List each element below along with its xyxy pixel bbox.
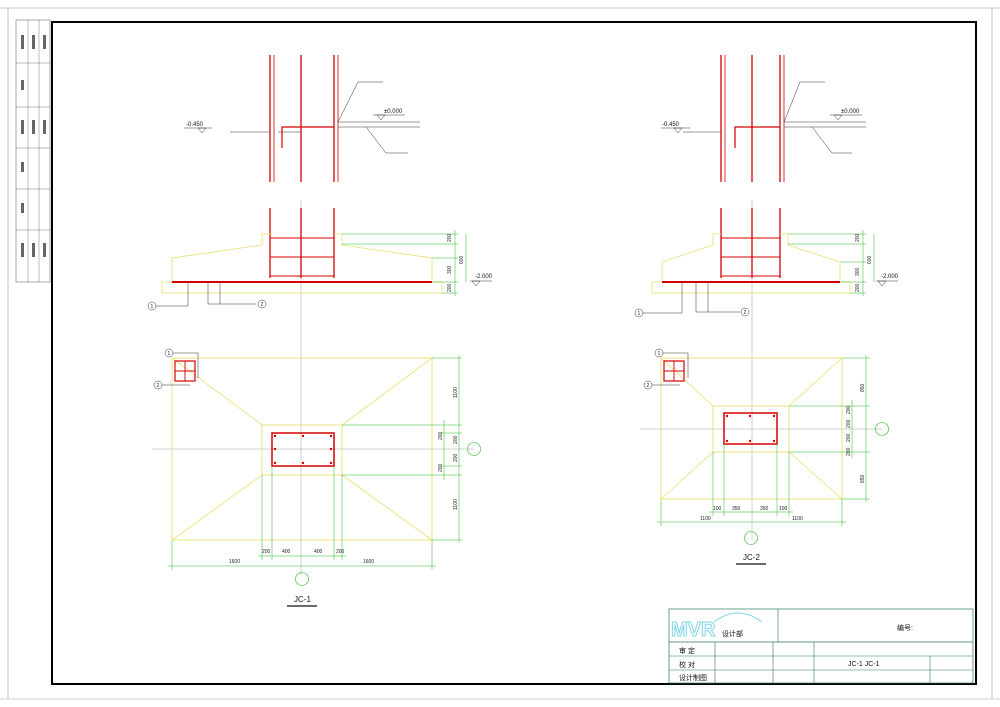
jc2-plan-marker-1: 1 <box>658 351 661 357</box>
drawing-frame <box>51 21 977 685</box>
jc2-section: 200 300 200 600 -2.000 1 2 <box>634 200 899 540</box>
jc2-plan-vdim-4: 200 <box>846 447 852 456</box>
tb-row-approve: 审 定 <box>679 646 695 655</box>
jc2-plan-hdim-1: 350 <box>732 506 741 512</box>
jc2-plan: 1 2 850 200 200 200 200 850 100 350 350 <box>640 348 889 565</box>
jc1-base-elev: -2.000 <box>475 274 493 280</box>
jc2-base-elev: -2.000 <box>881 274 899 280</box>
jc1-plan-vdim-2: 200 <box>453 453 459 462</box>
dept-name: 设计部 <box>722 629 743 638</box>
jc1-plan: 1 2 1100 200 200 1100 200 200 200 <box>152 348 481 607</box>
jc1-sec-dim-0: 200 <box>447 233 453 242</box>
jc2-plan-vdim-3: 200 <box>846 433 852 442</box>
jc1-plan-hdim-3: 200 <box>336 549 345 555</box>
jc2-sec-dim-1: 300 <box>855 267 861 276</box>
jc2-sec-marker-2: 2 <box>744 310 747 316</box>
jc2-sec-dim-2: 200 <box>855 283 861 292</box>
tb-row-drawn: 设计制图 <box>679 673 707 682</box>
jc2-column-detail: -0.450 ±0.000 <box>661 55 866 182</box>
jc2-sec-marker-1: 1 <box>638 311 641 317</box>
tb-row-check: 校 对 <box>679 660 695 669</box>
company-logo: MVR <box>671 619 716 641</box>
jc1-plan-vdim-short-0: 200 <box>438 431 444 440</box>
sheet-title: JC-1 JC-1 <box>848 661 880 668</box>
binding-strip <box>15 19 51 283</box>
jc2-plan-hdim-0: 100 <box>713 506 722 512</box>
footing-jc1: -0.450 ±0.000 200 300 <box>147 55 493 607</box>
jc1-sec-dim-1: 300 <box>447 265 453 274</box>
jc1-sec-marker-1: 1 <box>151 304 154 310</box>
jc1-section: 200 300 200 600 -2.000 1 2 <box>147 200 493 575</box>
jc1-plan-vdim-3: 1100 <box>453 499 459 510</box>
jc2-plan-hdim-outer-1: 1100 <box>792 516 803 522</box>
jc2-plan-marker-2: 2 <box>647 383 650 389</box>
jc2-label: JC-2 <box>743 553 760 562</box>
jc2-col-elev: -0.450 <box>662 122 680 128</box>
jc1-plan-hdim-outer-1: 1600 <box>363 559 374 565</box>
jc1-col-elev: -0.450 <box>186 122 204 128</box>
jc1-plan-vdim-0: 1100 <box>453 387 459 398</box>
jc1-sec-dim-3: 600 <box>459 255 465 264</box>
jc2-plan-vdim-0: 850 <box>860 383 866 392</box>
jc1-plan-hdim-2: 400 <box>314 549 323 555</box>
jc2-plan-vdim-2: 200 <box>846 419 852 428</box>
jc1-plan-vdim-1: 200 <box>453 435 459 444</box>
jc2-plan-vdim-5: 850 <box>860 474 866 483</box>
jc1-plan-hdim-1: 400 <box>282 549 291 555</box>
jc1-plan-vdim-short-1: 200 <box>438 463 444 472</box>
title-block: MVR 设计部 编号: 审 定 校 对 设计制图 JC-1 JC-1 <box>668 608 974 684</box>
jc1-sec-dim-2: 200 <box>447 283 453 292</box>
jc2-plan-hdim-3: 100 <box>779 506 788 512</box>
jc1-plan-marker-2: 2 <box>157 383 160 389</box>
jc1-label: JC-1 <box>294 595 311 604</box>
jc2-ground-elev: ±0.000 <box>841 109 860 115</box>
jc1-plan-marker-1: 1 <box>168 351 171 357</box>
jc1-plan-hdim-outer-0: 1600 <box>229 559 240 565</box>
footing-jc2: -0.450 ±0.000 200 300 200 <box>634 55 899 565</box>
jc1-plan-hdim-0: 200 <box>262 549 271 555</box>
jc2-plan-vdim-1: 200 <box>846 405 852 414</box>
jc2-plan-hdim-2: 350 <box>760 506 769 512</box>
jc1-ground-elev: ±0.000 <box>384 109 403 115</box>
jc1-column-detail: -0.450 ±0.000 <box>184 55 420 182</box>
jc1-sec-marker-2: 2 <box>261 302 264 308</box>
jc2-plan-hdim-outer-0: 1100 <box>700 516 711 522</box>
jc2-sec-dim-0: 200 <box>855 233 861 242</box>
drawing-number-label: 编号: <box>897 623 913 632</box>
jc2-sec-dim-3: 600 <box>867 255 873 264</box>
